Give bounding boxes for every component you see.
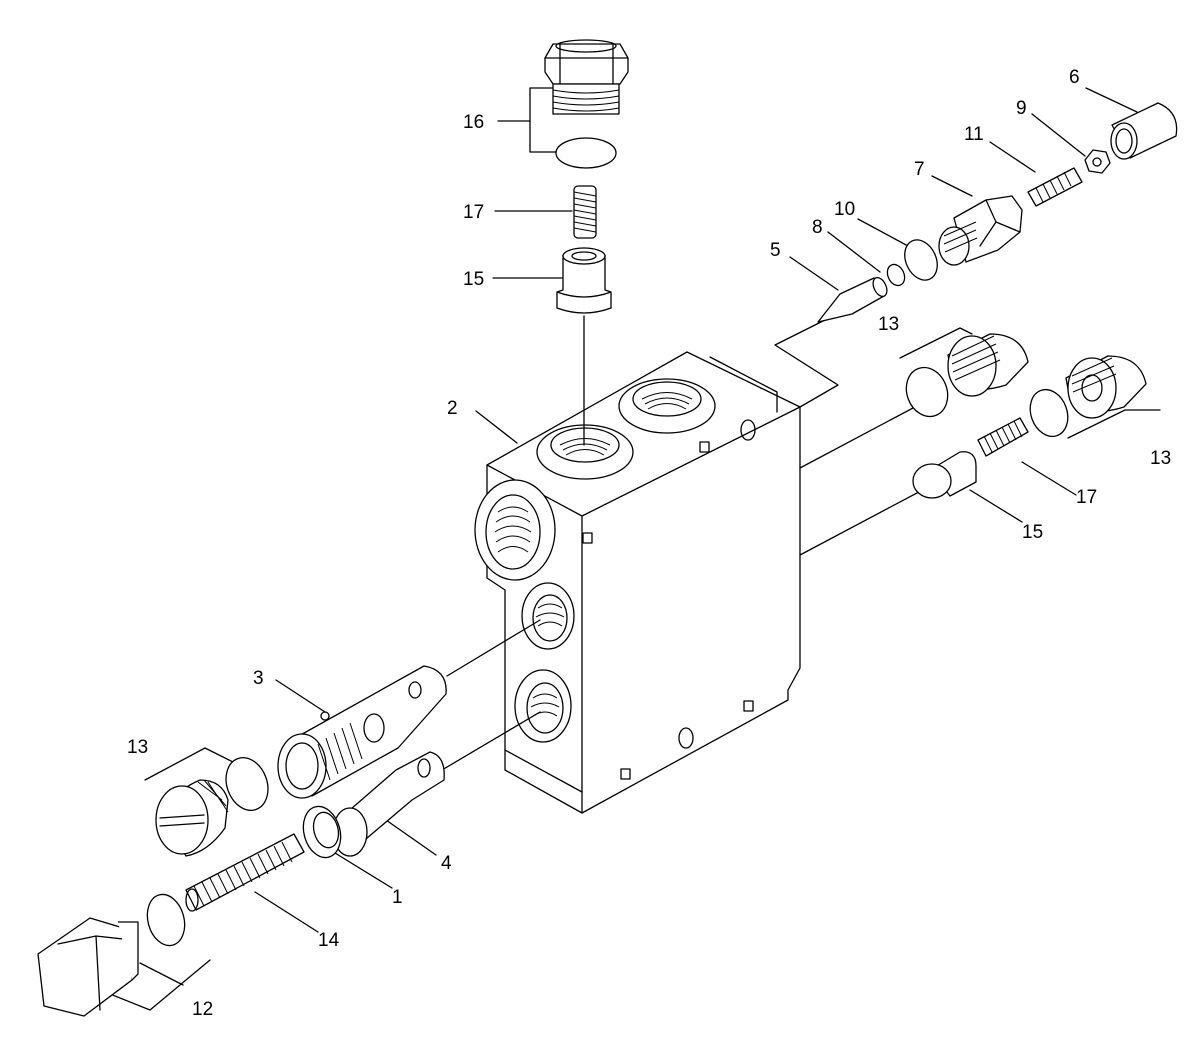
label-part-17-right: 17 (1076, 487, 1097, 508)
label-part-17-top: 17 (463, 202, 484, 223)
part-3-spool (277, 665, 447, 799)
part-13-plug-upper-right (905, 333, 1029, 418)
label-part-5: 5 (770, 240, 781, 261)
label-part-13-upper-right: 13 (878, 314, 899, 335)
part-8-oring (886, 263, 906, 287)
label-part-4: 4 (441, 853, 452, 874)
label-part-12: 12 (192, 999, 213, 1020)
part-labels: 16 17 15 2 6 9 11 7 10 8 5 13 13 17 15 3… (127, 67, 1171, 1020)
part-13-plug-right (1029, 355, 1147, 438)
part-16-plug (544, 39, 629, 169)
label-part-6: 6 (1069, 67, 1080, 88)
label-part-15-right: 15 (1022, 522, 1043, 543)
label-part-2: 2 (447, 398, 458, 419)
part-15-sleeve-right (912, 451, 977, 499)
part-4-poppet (332, 751, 445, 857)
label-part-13-left: 13 (127, 737, 148, 758)
part-1-ring (302, 805, 342, 859)
label-part-9: 9 (1016, 98, 1027, 119)
label-part-1: 1 (392, 887, 403, 908)
label-part-14: 14 (318, 930, 340, 951)
label-part-16: 16 (463, 112, 484, 133)
label-part-7: 7 (914, 159, 925, 180)
part-6-cap (1110, 102, 1178, 160)
part-13-plug-left (155, 757, 269, 857)
part-14-spring (185, 833, 305, 912)
label-part-10: 10 (834, 199, 855, 220)
assembly-lines (139, 87, 1138, 986)
part-9-nut (1084, 149, 1111, 174)
part-17-spring-top (573, 185, 597, 239)
valve-body (474, 351, 801, 814)
label-part-15-top: 15 (463, 269, 484, 290)
part-17-spring-right (977, 417, 1029, 457)
part-12-hex-plug (37, 893, 186, 1017)
part-7-fitting (938, 195, 1023, 266)
part-5-needle (817, 276, 888, 323)
part-15-sleeve-top (556, 247, 612, 314)
label-part-8: 8 (812, 217, 823, 238)
part-10-oring (904, 239, 938, 281)
label-part-3: 3 (253, 668, 264, 689)
label-part-11: 11 (964, 124, 984, 145)
label-part-13-right: 13 (1150, 448, 1171, 469)
part-11-screw (1027, 167, 1083, 207)
